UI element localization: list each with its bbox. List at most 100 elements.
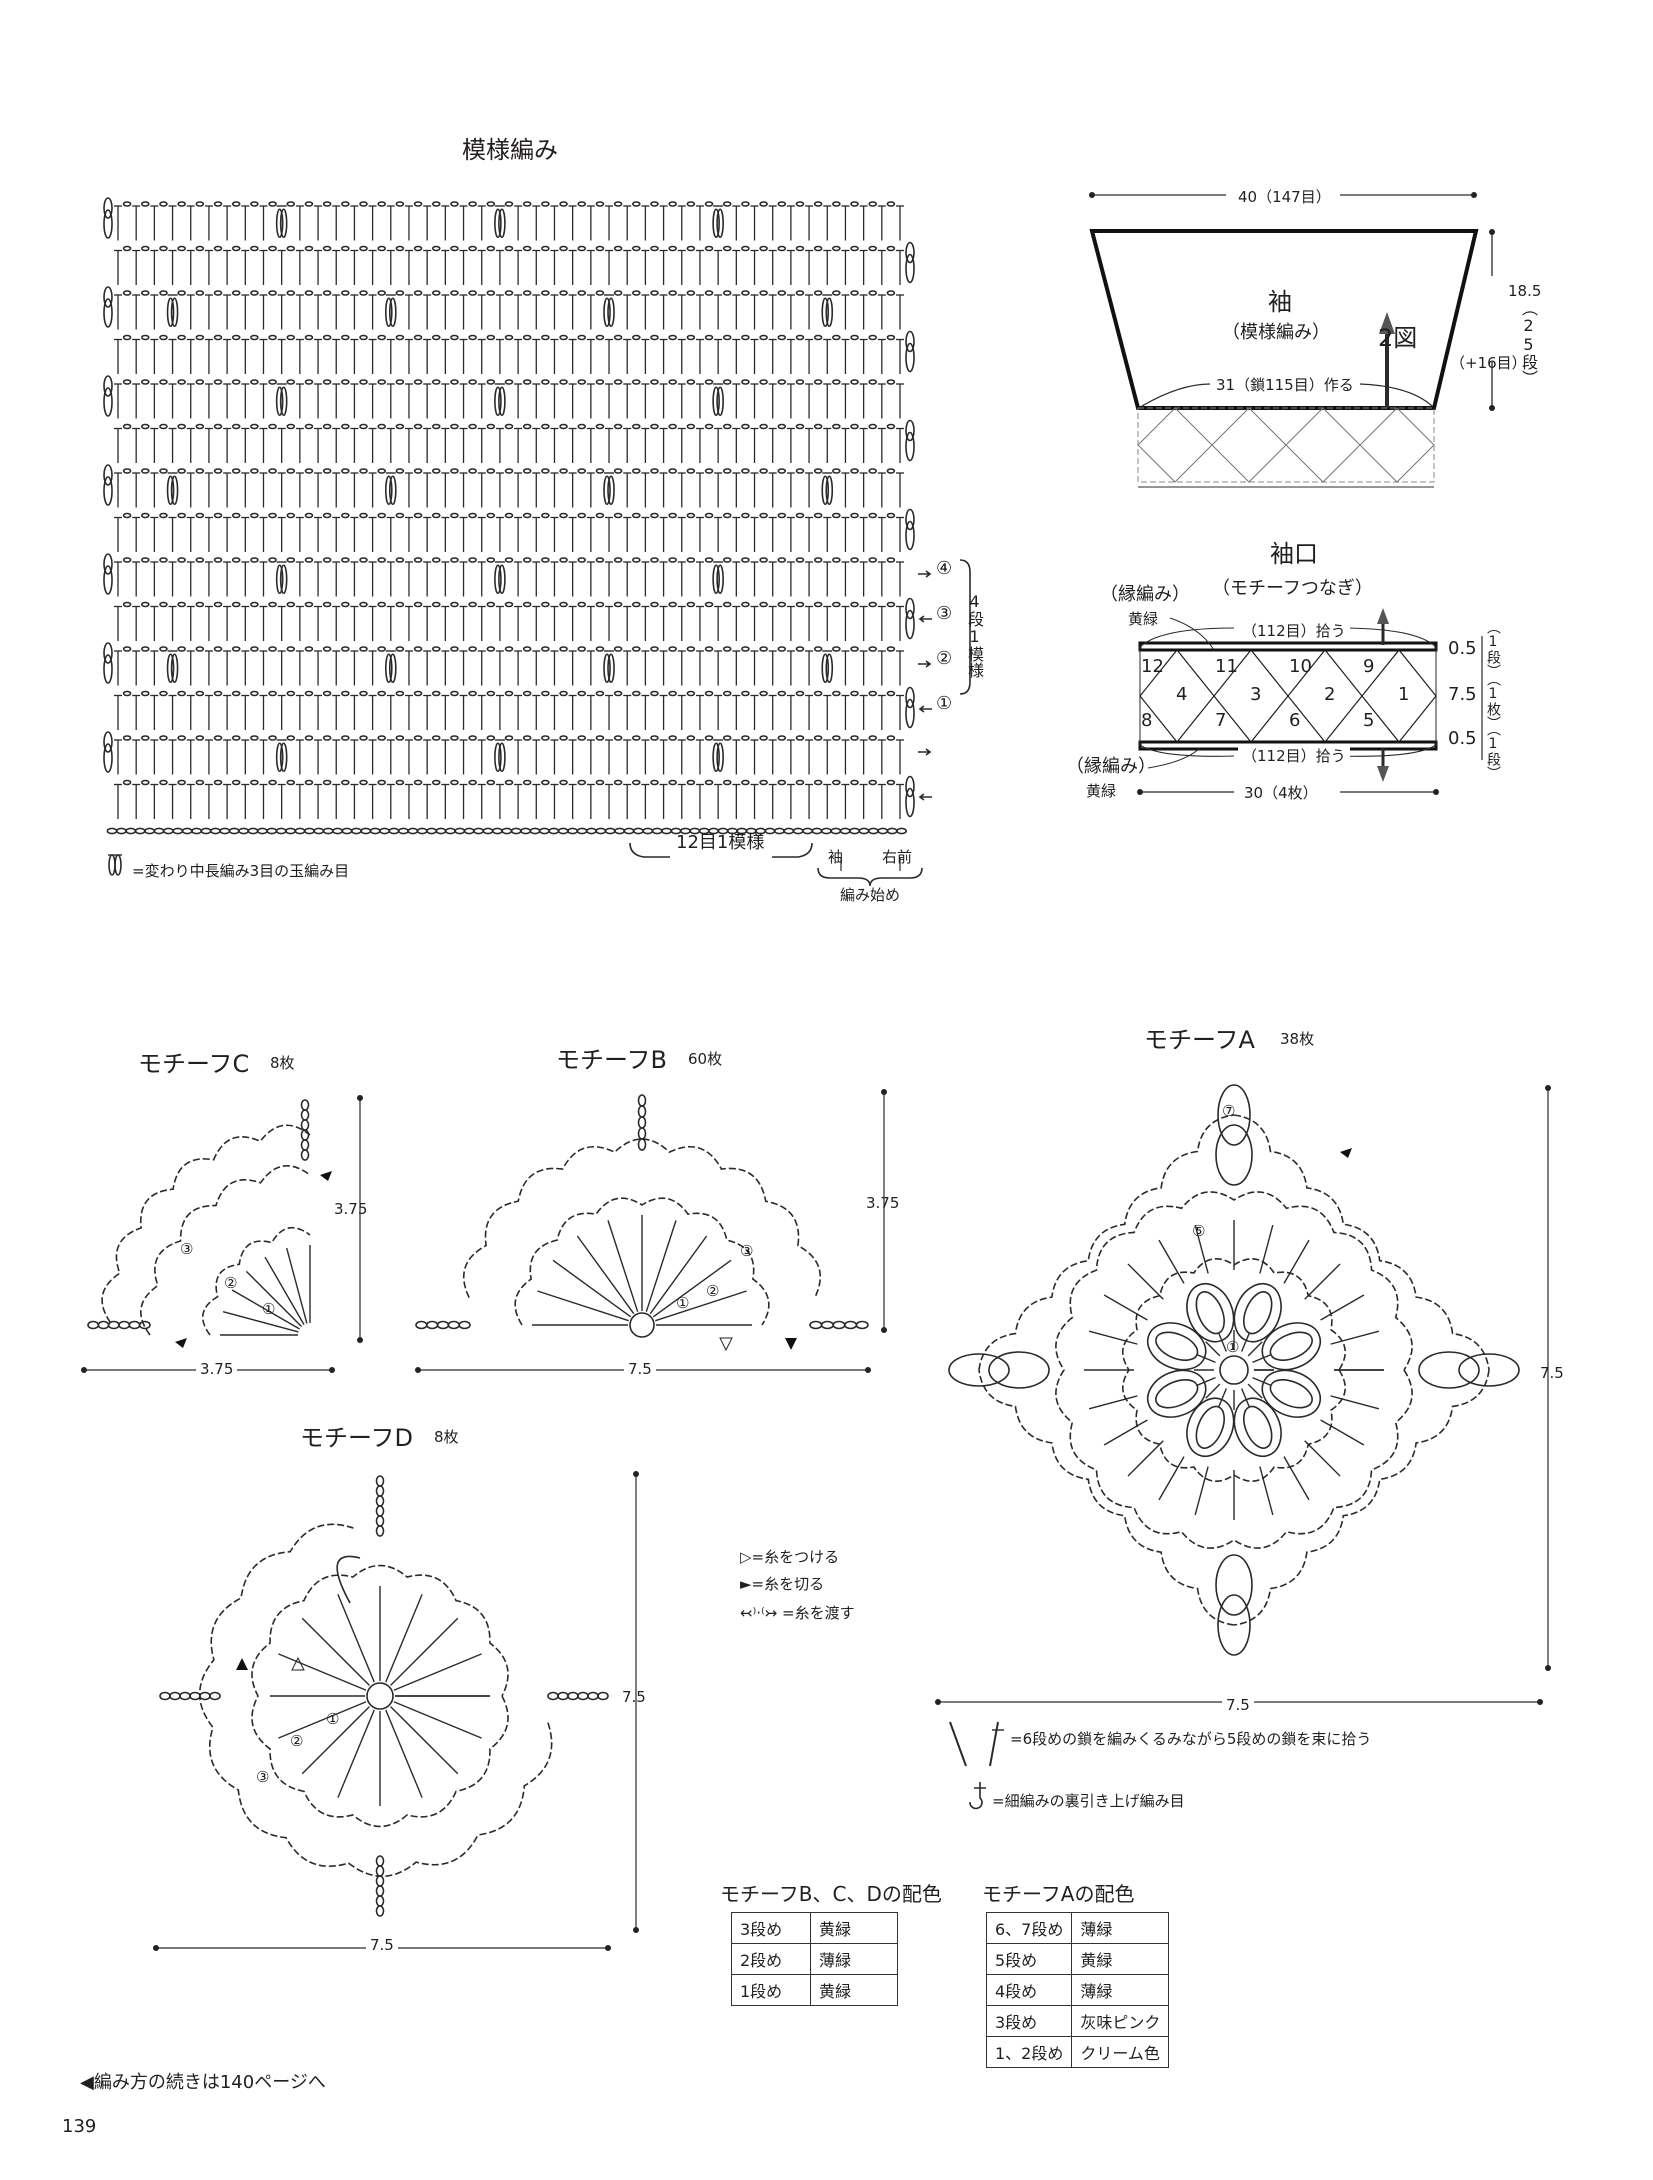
petal-puff bbox=[1155, 1379, 1199, 1409]
cuff-motif-number: 1 bbox=[1398, 684, 1410, 705]
chain-stitch bbox=[559, 601, 568, 608]
chain-stitch bbox=[140, 201, 150, 207]
chain-stitch bbox=[213, 601, 223, 608]
foundation-chain bbox=[651, 827, 663, 835]
stitch-post bbox=[393, 1701, 482, 1739]
chain-stitch bbox=[322, 379, 332, 385]
chain-stitch bbox=[304, 557, 314, 563]
puff-stitch bbox=[603, 297, 611, 328]
chain-stitch bbox=[632, 512, 641, 519]
chain-stitch bbox=[322, 735, 332, 741]
chain-stitch bbox=[231, 468, 241, 474]
puff-stitch bbox=[275, 386, 284, 417]
puff-stitch-icon bbox=[108, 854, 116, 876]
chain-stitch bbox=[268, 201, 277, 207]
chain-stitch bbox=[613, 557, 623, 563]
chain-stitch bbox=[668, 379, 677, 385]
chain-stitch bbox=[704, 468, 714, 474]
chain-stitch bbox=[741, 468, 750, 474]
chain-stitch bbox=[704, 601, 714, 608]
chain-stitch bbox=[704, 735, 714, 741]
chain-arch bbox=[978, 1369, 1235, 1626]
chain-stitch bbox=[395, 290, 405, 296]
puff-stitch-icon bbox=[114, 854, 122, 876]
chain-stitch bbox=[375, 1865, 385, 1877]
chain-stitch bbox=[122, 779, 132, 786]
chain-stitch bbox=[341, 779, 350, 786]
chain-stitch bbox=[413, 379, 423, 385]
foundation-chain bbox=[821, 827, 832, 835]
dim-dot bbox=[1545, 1665, 1551, 1671]
foundation-chain bbox=[877, 827, 889, 835]
round-name: 3段め bbox=[731, 1912, 811, 1944]
foundation-chain bbox=[783, 827, 795, 835]
chain-stitch bbox=[795, 290, 805, 296]
chain-stitch bbox=[795, 201, 805, 207]
color-name: 薄緑 bbox=[1071, 1912, 1170, 1944]
chain-stitch bbox=[759, 423, 768, 430]
stitch-post bbox=[1320, 1419, 1365, 1446]
chain-stitch bbox=[231, 646, 241, 652]
foundation-chain bbox=[764, 827, 776, 835]
puff-stitch bbox=[384, 297, 393, 328]
chain-stitch bbox=[486, 290, 496, 296]
edge-band-top bbox=[1138, 641, 1438, 652]
chain-stitch bbox=[486, 646, 496, 652]
motif-a-height: 7.5 bbox=[1540, 1364, 1564, 1382]
chain-stitch bbox=[213, 646, 223, 652]
chain-stitch bbox=[431, 201, 441, 207]
puff-stitch bbox=[821, 653, 830, 684]
motif-diamond bbox=[1137, 407, 1213, 483]
chain-stitch bbox=[322, 512, 332, 519]
chain-stitch bbox=[213, 512, 223, 519]
chain-stitch bbox=[741, 779, 750, 786]
chain-stitch bbox=[832, 334, 841, 341]
chain-stitch bbox=[159, 601, 168, 608]
dim-dot bbox=[415, 1367, 421, 1373]
back-post-sc-icon bbox=[969, 1782, 986, 1810]
puff-stitch bbox=[498, 564, 506, 595]
chain-stitch bbox=[813, 468, 823, 474]
chain-stitch bbox=[559, 379, 568, 385]
turning-chain bbox=[103, 731, 113, 753]
chain-stitch bbox=[450, 468, 459, 474]
chain-stitch bbox=[850, 735, 859, 741]
chain-stitch bbox=[431, 690, 441, 697]
chain-stitch bbox=[595, 379, 605, 385]
chain-stitch bbox=[169, 1691, 181, 1701]
chain-stitch bbox=[686, 245, 696, 252]
chain-stitch bbox=[522, 290, 532, 296]
chain-stitch bbox=[231, 245, 241, 252]
chain-stitch bbox=[650, 690, 659, 697]
chain-stitch bbox=[668, 779, 677, 786]
cut-thread-mark bbox=[1340, 1148, 1352, 1158]
corner-chain-loop bbox=[948, 1353, 1010, 1387]
stitch-post bbox=[1127, 1263, 1164, 1300]
puff-stitch bbox=[279, 208, 288, 239]
chain-stitch bbox=[375, 1525, 385, 1537]
corner-puff bbox=[1215, 1124, 1253, 1186]
chain-stitch bbox=[359, 201, 368, 207]
chain-stitch bbox=[486, 735, 496, 741]
symbol-icon bbox=[949, 1721, 967, 1767]
chain-stitch bbox=[832, 201, 841, 207]
chain-stitch bbox=[140, 646, 150, 652]
corner-puff bbox=[1215, 1554, 1253, 1616]
chain-stitch bbox=[450, 201, 459, 207]
chain-stitch bbox=[704, 245, 714, 252]
chain-stitch bbox=[413, 512, 423, 519]
foundation-chain bbox=[858, 827, 870, 835]
chain-stitch bbox=[195, 334, 205, 341]
chain-stitch bbox=[341, 201, 350, 207]
chain-stitch bbox=[195, 468, 205, 474]
chain-stitch bbox=[395, 557, 405, 563]
puff-stitch bbox=[494, 208, 502, 239]
chain-stitch bbox=[541, 334, 550, 341]
chain-arch bbox=[201, 1226, 311, 1336]
chain-stitch bbox=[159, 779, 168, 786]
chain-stitch bbox=[341, 334, 350, 341]
motif-a-note-1: =6段めの鎖を編みくるみながら5段めの鎖を束に拾う bbox=[1010, 1730, 1372, 1748]
chain-stitch bbox=[886, 334, 896, 341]
chain-stitch bbox=[450, 512, 459, 519]
round-number: ① bbox=[262, 1300, 276, 1318]
